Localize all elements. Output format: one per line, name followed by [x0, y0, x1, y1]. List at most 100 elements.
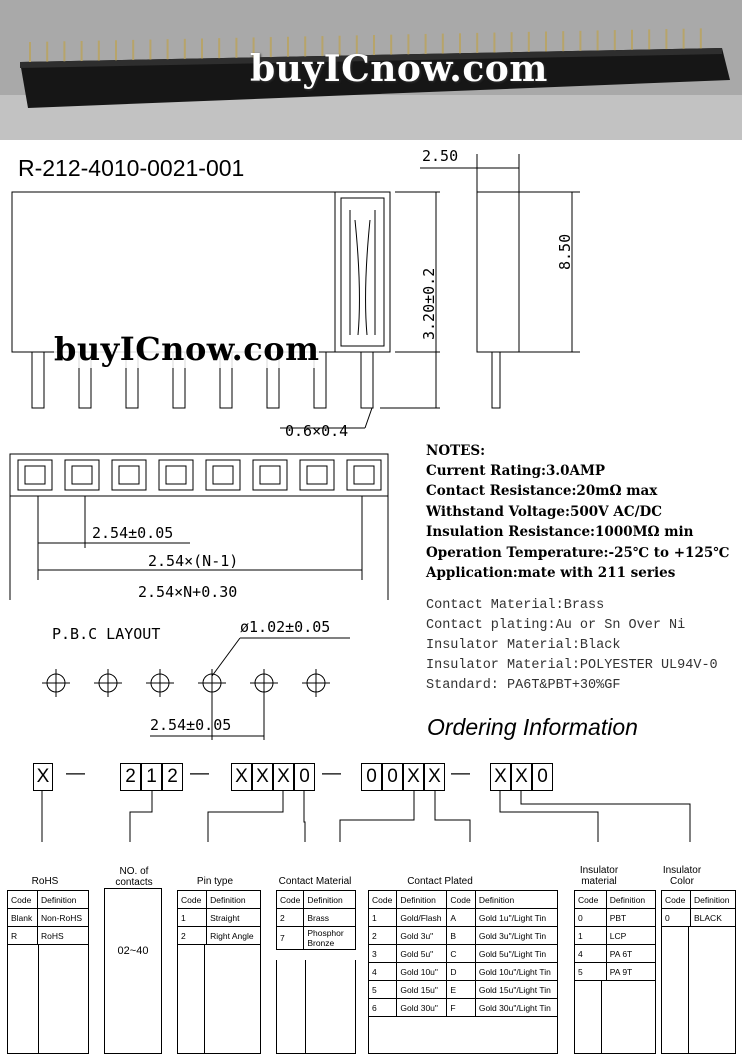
cell-mark — [64, 459, 100, 491]
side-view-body — [11, 191, 391, 353]
table-header: Code — [176, 890, 208, 909]
table-cell: C — [446, 944, 476, 963]
table-cell: 2 — [176, 926, 208, 945]
table-header: Code — [7, 890, 38, 909]
table-header: Definition — [206, 890, 261, 909]
table-header: Definition — [605, 890, 657, 909]
table-cell: 1 — [367, 908, 398, 927]
table-cell: D — [446, 962, 476, 981]
cell-mark — [346, 459, 382, 491]
top-view-body — [9, 453, 389, 497]
table-cell: Phosphor Bronze — [303, 926, 356, 950]
pin-mark — [31, 351, 45, 409]
cell-mark — [205, 459, 241, 491]
code-box: 0 — [294, 763, 315, 791]
table-cell: Blank — [7, 908, 38, 927]
code-box: X — [490, 763, 511, 791]
table-cell: Non-RoHS — [36, 908, 90, 927]
code-box: 2 — [120, 763, 141, 791]
part-number: R-212-4010-0021-001 — [18, 155, 245, 181]
table-cell: 1 — [176, 908, 208, 927]
dim-pin-length-label: 3.20±0.2 — [420, 267, 438, 340]
code-box: X — [424, 763, 445, 791]
code-box: 2 — [162, 763, 183, 791]
product-photo — [0, 0, 742, 140]
section-label-insulator-color: Insulator Color — [662, 865, 702, 887]
code-box: 0 — [382, 763, 403, 791]
table-cell: B — [446, 926, 476, 945]
table-cell: Straight — [206, 908, 261, 927]
table-cell: 7 — [275, 926, 305, 950]
dim-width-label: 2.50 — [422, 147, 459, 165]
dim-pin-section-label: 0.6×0.4 — [285, 422, 349, 440]
table-cell: 0 — [661, 908, 691, 927]
table-cell: 5 — [574, 962, 607, 981]
dim-n1-label: 2.54×(N-1) — [148, 552, 239, 570]
section-label-insulator-material: Insulator material — [579, 865, 619, 887]
ordering-title: Ordering Information — [427, 714, 638, 740]
table-cell: 0 — [574, 908, 607, 927]
contact-plated-table-body — [368, 1010, 558, 1054]
cell-mark — [111, 459, 147, 491]
code-box: X — [403, 763, 424, 791]
cell-mark — [165, 465, 187, 485]
cell-mark — [353, 465, 375, 485]
table-header: Definition — [36, 890, 90, 909]
notes-specs: Current Rating:3.0AMP Contact Resistance… — [426, 461, 729, 583]
note-line: Withstand Voltage:500V AC/DC — [426, 503, 662, 520]
table-header: Code — [446, 890, 476, 909]
material-line: Standard: PA6T&PBT+30%GF — [426, 678, 621, 693]
material-line: Insulator Material:Black — [426, 638, 621, 653]
note-line: Insulation Resistance:1000MΩ min — [426, 524, 694, 541]
table-cell: A — [446, 908, 476, 927]
table-cell: Brass — [303, 908, 356, 927]
code-dash: — — [451, 763, 470, 784]
code-box: 1 — [141, 763, 162, 791]
insulator-color-table-body — [661, 927, 736, 1054]
code-box: X — [231, 763, 252, 791]
table-cell: 5 — [367, 980, 398, 999]
material-line: Contact plating:Au or Sn Over Ni — [426, 618, 686, 633]
contact-material-table-body — [276, 960, 356, 1054]
drawing-watermark: buyICnow.com — [54, 330, 320, 368]
section-label-pin-type: Pin type — [196, 876, 234, 887]
cell-mark — [24, 465, 46, 485]
pcb-pitch-label: 2.54±0.05 — [150, 716, 232, 734]
table-cell: 1 — [574, 926, 607, 945]
table-cell: E — [446, 980, 476, 999]
section-label-contact-plated: Contact Plated — [407, 876, 473, 887]
end-view-body — [476, 191, 520, 353]
photo-watermark: buyICnow.com — [250, 48, 548, 90]
dim-pitch-label: 2.54±0.05 — [92, 524, 174, 542]
table-header: Definition — [474, 890, 559, 909]
code-box: 0 — [532, 763, 553, 791]
table-header: Code — [275, 890, 305, 909]
code-box: X — [511, 763, 532, 791]
material-line: Insulator Material:POLYESTER UL94V-0 — [426, 658, 718, 673]
table-cell: 3 — [367, 944, 398, 963]
cell-mark — [299, 459, 335, 491]
note-line: Current Rating:3.0AMP — [426, 463, 606, 479]
table-cell: Gold 5u" — [396, 944, 448, 963]
table-cell: BLACK — [689, 908, 737, 927]
table-cell: R — [7, 926, 38, 945]
contacts-box: 02~40 — [104, 888, 162, 1054]
table-header: Definition — [303, 890, 356, 909]
code-dash: — — [322, 763, 341, 784]
note-line: Contact Resistance:20mΩ max — [426, 483, 658, 500]
table-header: Definition — [689, 890, 737, 909]
table-cell: F — [446, 998, 476, 1017]
cell-mark — [158, 459, 194, 491]
table-cell: Gold 3u"/Light Tin — [474, 926, 559, 945]
section-label-contact-material: Contact Material — [278, 876, 352, 887]
table-cell: Gold 10u"/Light Tin — [474, 962, 559, 981]
table-cell: 6 — [367, 998, 398, 1017]
notes-title: NOTES: — [426, 443, 486, 459]
table-header: Code — [574, 890, 607, 909]
table-cell: PBT — [605, 908, 657, 927]
